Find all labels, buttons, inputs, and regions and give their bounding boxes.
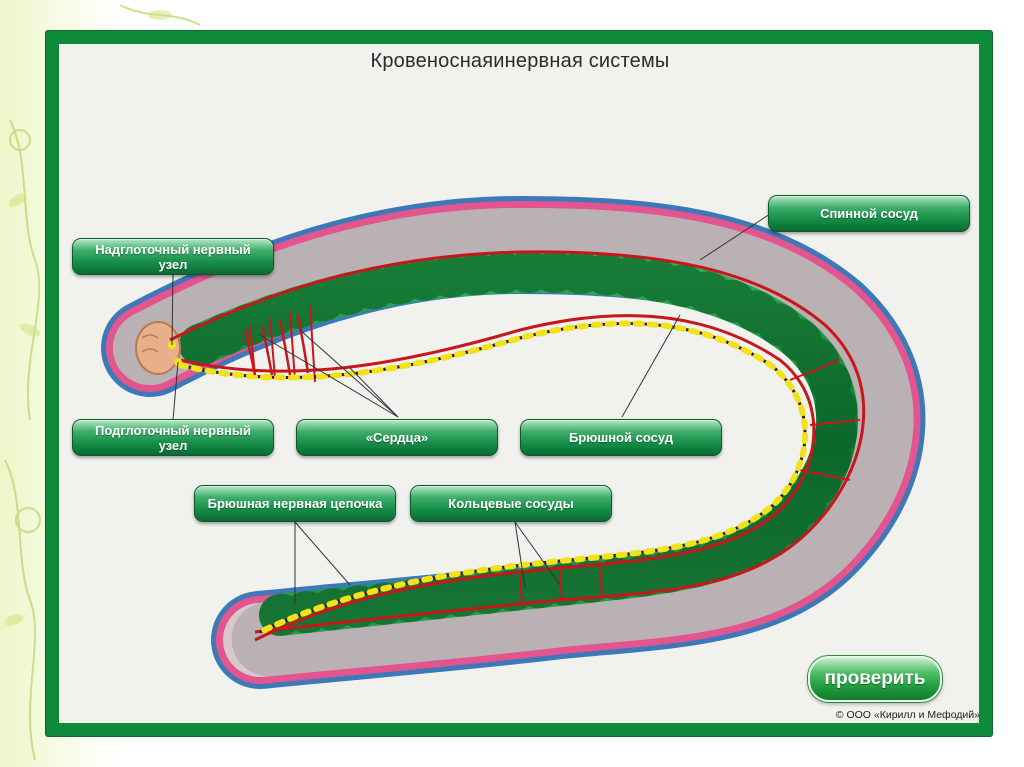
- check-button[interactable]: проверить: [808, 656, 942, 702]
- label-ventral-vessel[interactable]: Брюшной сосуд: [520, 419, 722, 456]
- label-subglottic-ganglion[interactable]: Подглоточный нервный узел: [72, 419, 274, 456]
- intestine: [179, 250, 858, 636]
- copyright-text: © ООО «Кирилл и Мефодий»: [835, 709, 980, 721]
- label-hearts[interactable]: «Сердца»: [296, 419, 498, 456]
- dorsal-vessel: [169, 250, 866, 634]
- worm-head: [135, 321, 181, 375]
- hearts: [243, 314, 310, 376]
- label-dorsal-vessel[interactable]: Спинной сосуд: [768, 195, 970, 232]
- label-supraglottic-ganglion[interactable]: Надглоточный нервный узел: [72, 238, 274, 275]
- leader-lines: [171, 213, 771, 605]
- page-title: Кровеноснаяинервная системы: [370, 50, 670, 72]
- label-ventral-nerve-chain[interactable]: Брюшная нервная цепочка: [194, 485, 396, 522]
- nerve-ganglia: [177, 320, 808, 635]
- ventral-vessel: [179, 314, 816, 642]
- worm-body: [101, 196, 926, 689]
- label-ring-vessels[interactable]: Кольцевые сосуды: [410, 485, 612, 522]
